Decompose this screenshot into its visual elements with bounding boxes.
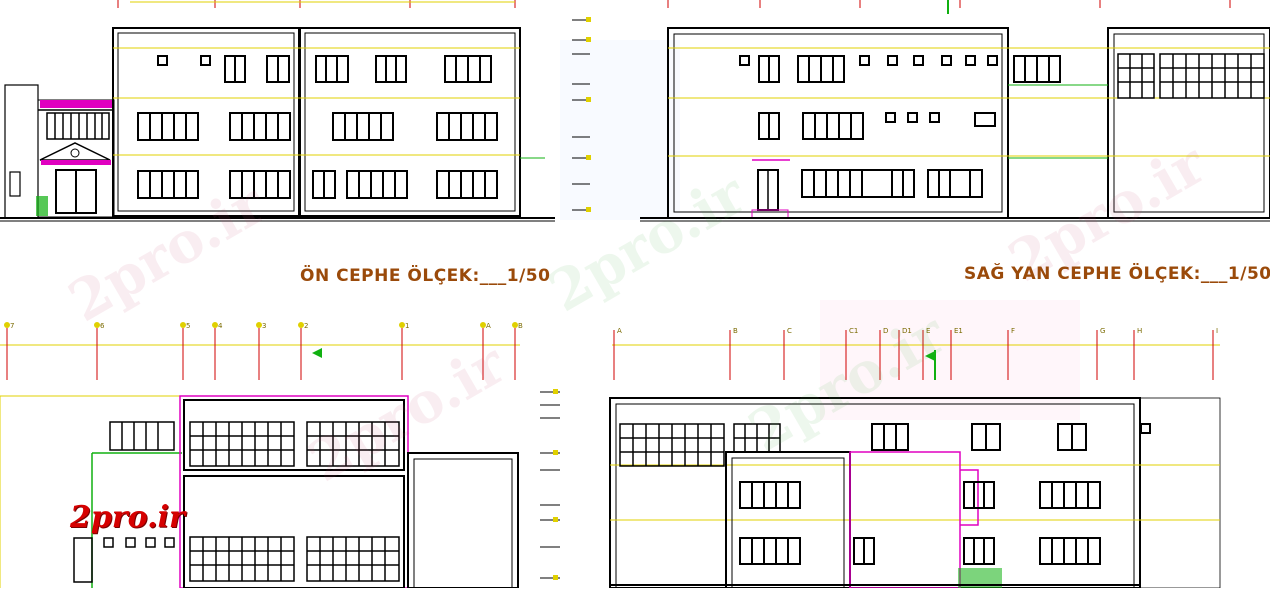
axis-label: I: [1216, 327, 1218, 335]
axis-label: 7: [10, 322, 14, 330]
axis-label: E: [926, 327, 930, 335]
axis-label: F: [1011, 327, 1015, 335]
axis-label: C1: [849, 327, 858, 335]
axis-label: A: [617, 327, 622, 335]
axis-label: D1: [902, 327, 912, 335]
axis-label: 3: [262, 322, 266, 330]
axis-label: 1: [405, 322, 409, 330]
axis-label: E1: [954, 327, 963, 335]
right-elevation-caption: SAĞ YAN CEPHE ÖLÇEK:___1/50: [964, 264, 1270, 284]
axis-label: 4: [218, 322, 223, 330]
axis-labels-bottom-right: A B C C1 D D1 E E1 F G H I: [617, 327, 1218, 335]
axis-label: 5: [186, 322, 190, 330]
axis-label: H: [1137, 327, 1142, 335]
axis-label: D: [883, 327, 888, 335]
site-logo: 2pro.ir: [70, 500, 185, 535]
front-elevation: [0, 0, 591, 222]
axis-label: B: [733, 327, 738, 335]
axis-label: 6: [100, 322, 105, 330]
axis-label: A: [486, 322, 491, 330]
axis-label: C: [787, 327, 792, 335]
front-elevation-caption: ÖN CEPHE ÖLÇEK:___1/50: [300, 266, 551, 286]
right-side-elevation: [640, 0, 1270, 222]
axis-label: 2: [304, 322, 308, 330]
axis-labels-bottom-left: 7 6 5 4 3 2 1 A B: [10, 322, 523, 330]
axis-label: B: [518, 322, 523, 330]
axis-label: G: [1100, 327, 1105, 335]
